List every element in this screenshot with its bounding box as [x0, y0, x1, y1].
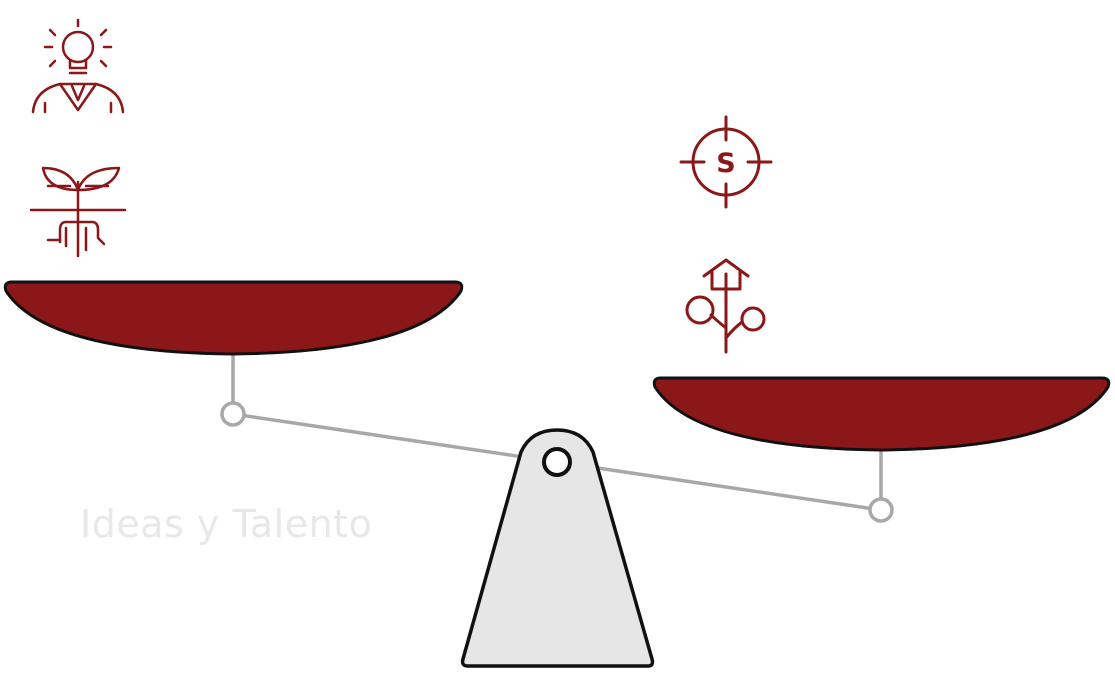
- fulcrum-pivot: [542, 447, 572, 477]
- dollar-target-icon: S: [679, 115, 773, 209]
- fulcrum-stand: [460, 428, 655, 668]
- idea-person-icon: [31, 18, 125, 114]
- left-pan: [3, 280, 464, 356]
- plant-roots-icon: [29, 166, 127, 258]
- target-symbol: S: [716, 148, 735, 179]
- watermark-text: Ideas y Talento: [80, 502, 372, 546]
- left-joint-ring: [220, 401, 246, 427]
- right-joint-ring: [868, 497, 894, 523]
- right-pan: [652, 376, 1111, 452]
- house-growth-icon: [685, 258, 766, 354]
